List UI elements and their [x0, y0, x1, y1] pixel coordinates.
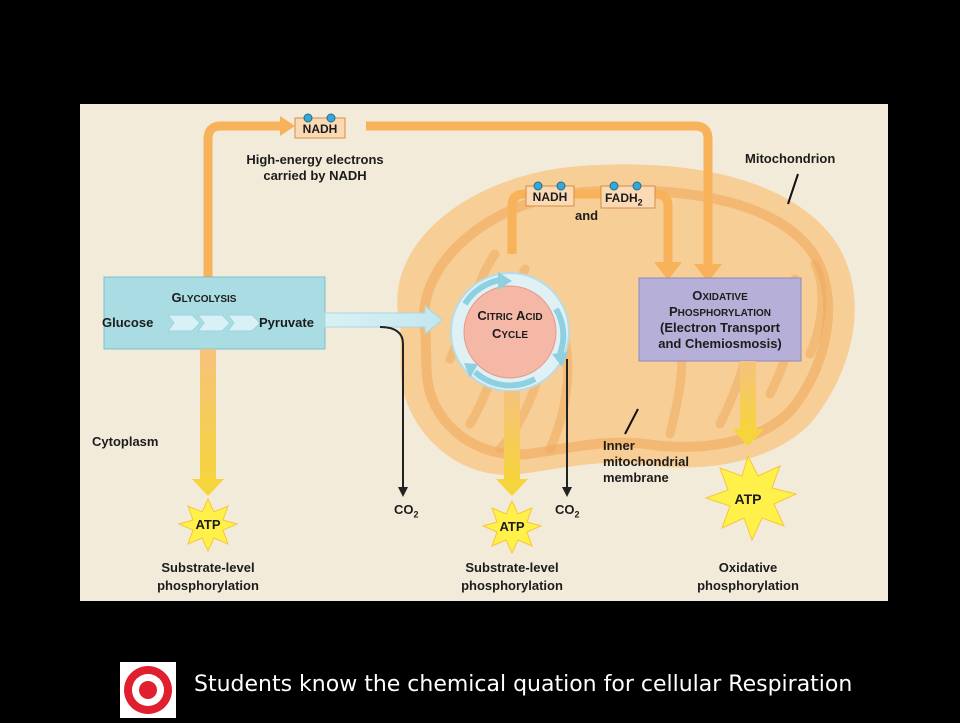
substrate-level-1-line1: Substrate-level — [161, 560, 255, 575]
pyruvate-arrow — [324, 304, 443, 336]
footer-caption: Students know the chemical quation for c… — [194, 672, 853, 697]
nadh-top-label: NADH — [302, 122, 338, 136]
oxphos-box — [638, 277, 802, 362]
electron-dot — [556, 181, 566, 191]
diagram-graphics — [103, 113, 855, 555]
oxphos-line3: (Electron Transport — [660, 320, 780, 335]
co2-label-1: CO2 — [394, 502, 419, 520]
electron-dot — [632, 181, 642, 191]
oxidative-phos-line1: Oxidative — [718, 560, 778, 575]
mitochondrion-pointer — [787, 173, 799, 205]
co2-arrowhead — [562, 487, 572, 497]
electron-dot — [303, 113, 313, 123]
oxidative-phos-line2: phosphorylation — [697, 578, 799, 593]
glycolysis-title: GLYCOLYSIS — [171, 290, 237, 305]
fadh-label: FADH2 — [605, 191, 643, 208]
atp-star-1 — [177, 497, 239, 553]
cycle-arrowhead — [464, 363, 478, 378]
glycolysis-box — [103, 276, 326, 350]
nadh-caption-line1: High-energy electrons — [246, 152, 384, 167]
cycle-arrowhead — [498, 272, 512, 290]
atp-star-3 — [704, 454, 798, 542]
citric-acid-label: CITRIC ACID — [477, 308, 543, 323]
atp-down-arrows — [192, 349, 764, 496]
cycle-arrows — [462, 277, 567, 389]
inner-membrane-line2: mitochondrial — [603, 454, 689, 469]
cytoplasm-label: Cytoplasm — [92, 434, 159, 449]
nadh-flow-arrow — [203, 121, 713, 366]
nadh-caption-line2: carried by NADH — [263, 168, 367, 183]
oxphos-line4: and Chemiosmosis) — [658, 336, 782, 351]
and-label: and — [575, 208, 599, 223]
co2-arrows — [379, 326, 568, 489]
atp-label-3: ATP — [734, 491, 762, 507]
electron-dot — [533, 181, 543, 191]
oxphos-arrowhead-1 — [694, 264, 722, 282]
oxphos-arrowhead-2 — [654, 262, 682, 280]
oxphos-line1: OXIDATIVE — [692, 288, 748, 303]
citric-acid-cycle — [463, 285, 557, 379]
nadh-mid-box — [525, 185, 575, 207]
substrate-level-2-line2: phosphorylation — [461, 578, 563, 593]
inner-membrane-line3: membrane — [603, 470, 669, 485]
nadh-top-box — [294, 117, 346, 139]
co2-label-2: CO2 — [555, 502, 580, 520]
nadh-mid-label: NADH — [532, 190, 568, 204]
co2-arrowhead — [398, 487, 408, 497]
glucose-label: Glucose — [102, 315, 154, 330]
glycolysis-chevrons — [167, 314, 261, 332]
electron-dot — [609, 181, 619, 191]
citric-nadh-arrow — [507, 189, 673, 264]
membrane-pointer — [624, 408, 639, 435]
nadh-arrowhead — [280, 116, 295, 136]
fadh-box — [600, 185, 656, 209]
mitochondrion-label: Mitochondrion — [745, 151, 836, 166]
substrate-level-2-line1: Substrate-level — [465, 560, 559, 575]
cycle-label: CYCLE — [491, 326, 529, 341]
target-icon — [120, 662, 176, 718]
inner-membrane-line1: Inner — [603, 438, 635, 453]
substrate-level-1-line2: phosphorylation — [157, 578, 259, 593]
pyruvate-label: Pyruvate — [259, 315, 314, 330]
cellular-respiration-diagram: NADH High-energy electrons carried by NA… — [80, 104, 888, 601]
cycle-arrowhead — [552, 352, 568, 367]
atp-star-2 — [481, 499, 543, 555]
atp-label-2: ATP — [499, 519, 525, 534]
electron-dot — [326, 113, 336, 123]
oxphos-line2: PHOSPHORYLATION — [668, 304, 771, 319]
atp-label-1: ATP — [195, 517, 221, 532]
